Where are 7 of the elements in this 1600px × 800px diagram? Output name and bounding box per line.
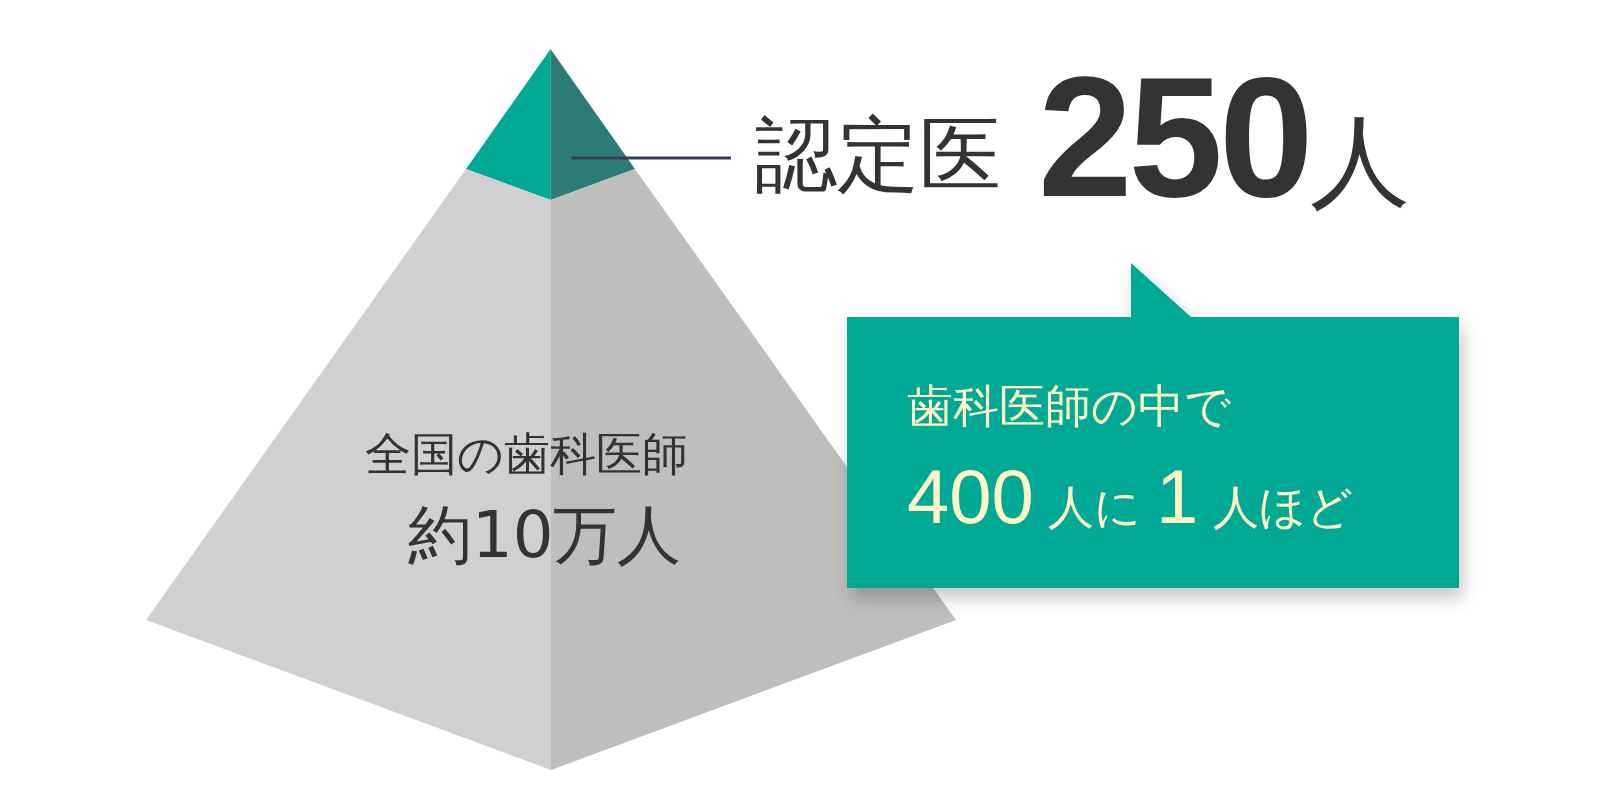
pyramid-label: 全国の歯科医師 xyxy=(365,431,688,477)
population-count: 約10万人 xyxy=(408,503,682,567)
ratio-text: 400 人に 1 人ほど xyxy=(907,459,1353,535)
category-label: 認定医 xyxy=(755,114,1001,196)
leader-line xyxy=(571,156,731,160)
bubble-text: 歯科医師の中で xyxy=(907,383,1231,429)
count-value: 250人 xyxy=(1038,52,1410,222)
